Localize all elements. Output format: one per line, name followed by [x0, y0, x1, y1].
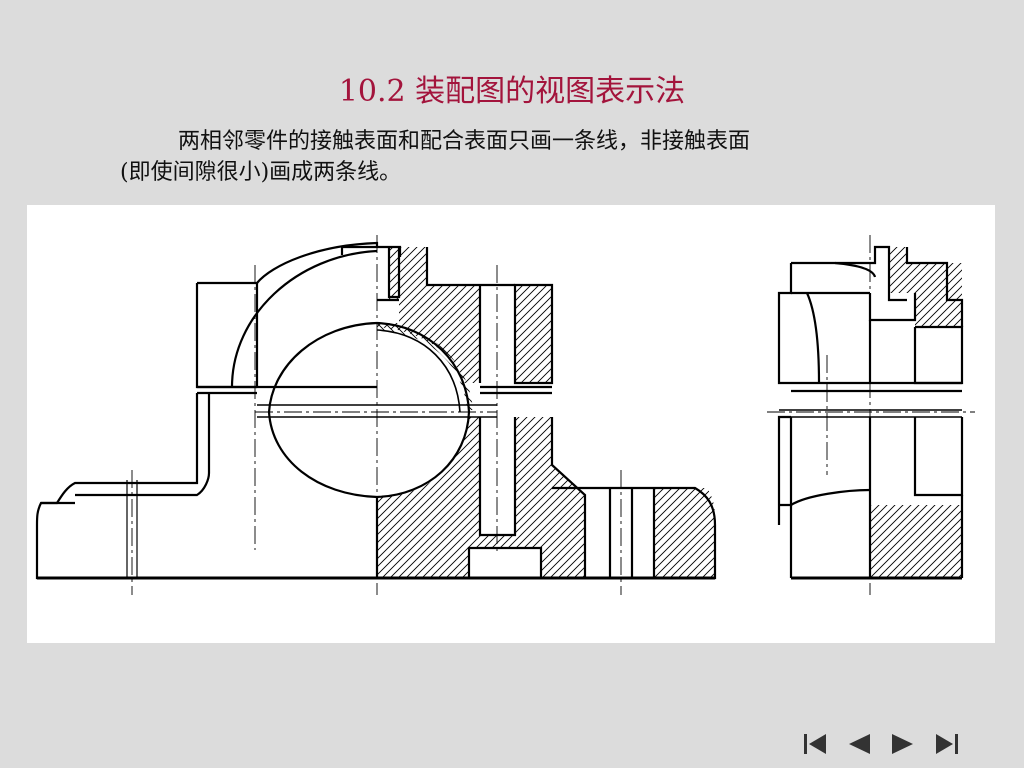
front-view	[35, 235, 717, 595]
previous-icon	[849, 734, 870, 754]
last-slide-button[interactable]	[928, 728, 966, 760]
slide-title: 10.2 装配图的视图表示法	[338, 74, 686, 109]
skip-to-first-icon	[804, 734, 826, 754]
slide-paragraph: 两相邻零件的接触表面和配合表面只画一条线，非接触表面 (即使间隙很小)画成两条线…	[120, 126, 940, 188]
skip-to-last-icon	[936, 734, 958, 754]
next-icon	[892, 734, 913, 754]
side-view	[767, 235, 975, 595]
next-slide-button[interactable]	[884, 728, 922, 760]
first-slide-button[interactable]	[796, 728, 834, 760]
section-hatching	[377, 247, 715, 578]
paragraph-line-1: 两相邻零件的接触表面和配合表面只画一条线，非接触表面	[178, 129, 751, 154]
assembly-drawing-panel	[27, 205, 995, 643]
previous-slide-button[interactable]	[840, 728, 878, 760]
slide-navigation	[796, 728, 966, 760]
paragraph-line-2: (即使间隙很小)画成两条线。	[120, 160, 402, 185]
bearing-block-drawing	[35, 235, 975, 595]
